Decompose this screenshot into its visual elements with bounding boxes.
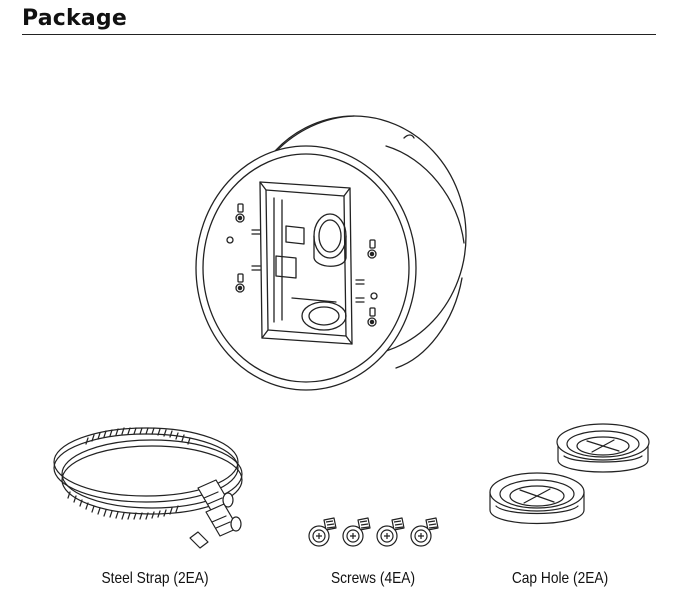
steel-strap-icon [48,412,254,552]
page-title: Package [22,6,127,31]
cap-hole-caption: Cap Hole (2EA) [511,570,609,587]
cap-hole-icon [484,420,660,542]
screws-caption: Screws (4EA) [330,570,416,587]
title-underline [22,34,656,35]
screw-icon [304,512,442,552]
steel-strap-caption: Steel Strap (2EA) [101,570,209,587]
mount-box-icon [196,108,472,398]
